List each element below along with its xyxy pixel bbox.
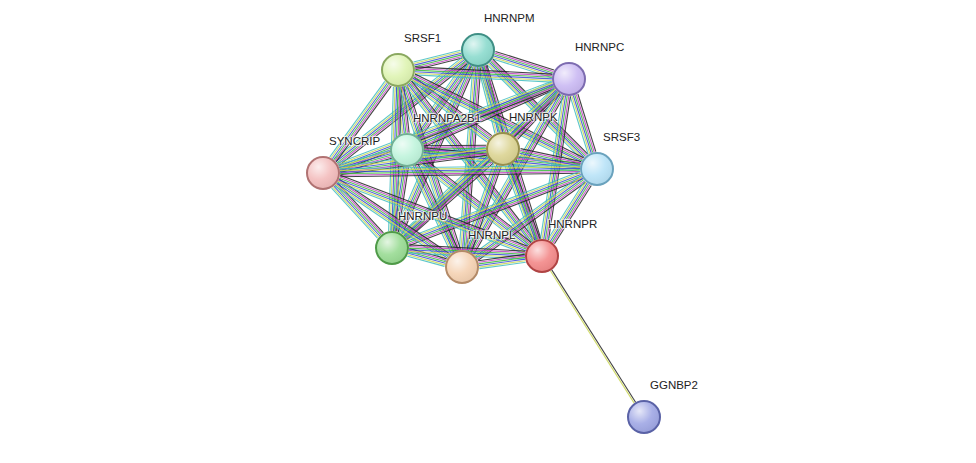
evidence-line	[570, 96, 588, 154]
evidence-line	[552, 270, 636, 402]
protein-node: HNRNPK	[486, 132, 520, 166]
node-gloss	[377, 233, 407, 263]
protein-node: HNRNPM	[461, 33, 495, 67]
node-gloss	[488, 134, 518, 164]
node-gloss	[463, 35, 493, 65]
evidence-line	[415, 57, 462, 69]
evidence-line	[415, 72, 552, 79]
protein-node: SRSF1	[381, 53, 415, 87]
evidence-line	[424, 146, 486, 148]
node-gloss	[392, 135, 422, 165]
node-gloss	[308, 158, 338, 188]
evidence-line	[555, 186, 592, 244]
interaction-edge	[340, 165, 580, 177]
protein-node: HNRNPA2B1	[390, 133, 424, 167]
evidence-line	[415, 73, 552, 80]
protein-label: HNRNPL	[467, 228, 516, 242]
protein-label: SRSF3	[602, 130, 641, 144]
evidence-line	[550, 271, 634, 403]
interaction-edge	[550, 270, 635, 403]
interaction-edge	[570, 94, 596, 154]
evidence-line	[340, 175, 527, 246]
evidence-line	[340, 165, 580, 169]
evidence-line	[520, 153, 581, 166]
protein-node: HNRNPL	[445, 250, 479, 284]
evidence-line	[339, 178, 526, 249]
node-gloss	[582, 154, 612, 184]
evidence-line	[336, 86, 391, 162]
interaction-edge	[548, 181, 592, 244]
protein-label: HNRNPR	[547, 217, 598, 231]
node-gloss	[447, 252, 477, 282]
node-gloss	[527, 241, 557, 271]
protein-label: SRSF1	[403, 31, 442, 45]
interaction-edge	[338, 175, 528, 253]
evidence-line	[552, 184, 589, 242]
evidence-line	[339, 180, 526, 251]
protein-label: HNRNPC	[574, 40, 625, 54]
evidence-line	[407, 256, 444, 266]
protein-label: HNRNPK	[508, 110, 559, 124]
evidence-line	[553, 185, 590, 243]
protein-label: SYNCRIP	[328, 134, 381, 148]
protein-node: HNRNPC	[552, 62, 586, 96]
evidence-line	[408, 255, 445, 265]
evidence-line	[479, 261, 525, 267]
evidence-line	[550, 183, 587, 241]
evidence-line	[424, 145, 486, 147]
evidence-line	[575, 95, 593, 153]
evidence-line	[548, 181, 585, 239]
protein-node: GGNBP2	[627, 400, 661, 434]
interaction-edge	[478, 254, 525, 268]
protein-label: GGNBP2	[649, 378, 699, 392]
evidence-line	[572, 96, 590, 154]
node-gloss	[383, 55, 413, 85]
protein-node: HNRNPR	[525, 239, 559, 273]
evidence-line	[414, 50, 461, 62]
evidence-line	[338, 183, 525, 254]
protein-node: SYNCRIP	[306, 156, 340, 190]
protein-label: HNRNPM	[483, 11, 535, 25]
evidence-line	[340, 177, 527, 248]
evidence-line	[415, 75, 552, 82]
node-gloss	[554, 64, 584, 94]
evidence-line	[338, 181, 525, 252]
evidence-line	[479, 259, 525, 265]
evidence-line	[479, 262, 525, 268]
protein-node: HNRNPU	[375, 231, 409, 265]
node-gloss	[629, 402, 659, 432]
evidence-line	[573, 96, 591, 154]
protein-label: HNRNPA2B1	[412, 111, 482, 125]
evidence-line	[414, 52, 461, 64]
protein-node: SRSF3	[580, 152, 614, 186]
evidence-line	[549, 182, 586, 240]
interaction-edge	[415, 67, 552, 82]
protein-label: HNRNPU	[397, 209, 448, 223]
